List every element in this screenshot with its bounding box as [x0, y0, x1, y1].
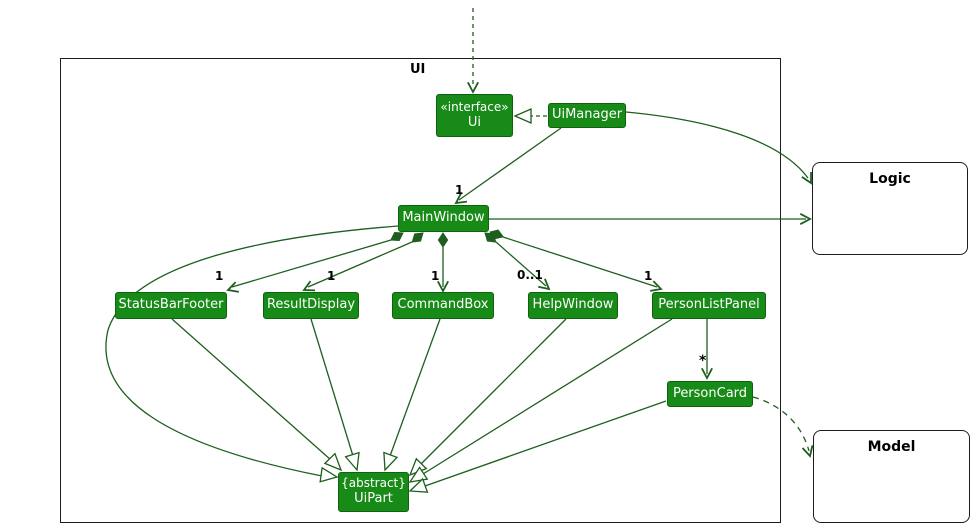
- class-mainwindow: MainWindow: [398, 205, 489, 232]
- uipart-name: UiPart: [354, 491, 393, 507]
- class-uipart: {abstract} UiPart: [338, 472, 409, 512]
- class-uimanager: UiManager: [548, 103, 626, 128]
- mult-mainwindow-commandbox: 1: [431, 269, 440, 283]
- uimanager-name: UiManager: [551, 107, 623, 123]
- resultdisplay-name: ResultDisplay: [266, 297, 356, 313]
- model-component-label: Model: [867, 439, 916, 455]
- commandbox-name: CommandBox: [397, 297, 489, 313]
- personlistpanel-name: PersonListPanel: [658, 297, 760, 313]
- mainwindow-name: MainWindow: [402, 210, 485, 226]
- logic-component-label: Logic: [869, 171, 911, 187]
- class-ui-interface: «interface» Ui: [436, 94, 513, 137]
- mult-mainwindow-resultdisplay: 1: [327, 269, 336, 283]
- ui-interface-stereotype: «interface»: [440, 99, 509, 114]
- statusbarfooter-name: StatusBarFooter: [118, 297, 224, 313]
- personcard-name: PersonCard: [672, 385, 748, 401]
- logic-component-box: [812, 162, 968, 255]
- ui-package-frame: [60, 58, 781, 523]
- mult-mainwindow-helpwindow: 0..1: [517, 268, 543, 282]
- mult-mainwindow-personlistpanel: 1: [644, 269, 653, 283]
- class-commandbox: CommandBox: [392, 292, 494, 319]
- mult-uimanager-mainwindow: 1: [455, 183, 464, 197]
- helpwindow-name: HelpWindow: [532, 297, 614, 313]
- mult-personlistpanel-personcard: *: [699, 353, 707, 369]
- uipart-modifier: {abstract}: [341, 476, 406, 491]
- ui-package-label: UI: [410, 62, 426, 77]
- class-personcard: PersonCard: [667, 381, 753, 407]
- model-component-box: [813, 430, 970, 523]
- class-personlistpanel: PersonListPanel: [652, 292, 766, 319]
- class-statusbarfooter: StatusBarFooter: [115, 292, 227, 319]
- class-resultdisplay: ResultDisplay: [263, 292, 359, 319]
- class-helpwindow: HelpWindow: [528, 292, 618, 319]
- mult-mainwindow-statusbarfooter: 1: [215, 269, 224, 283]
- ui-interface-name: Ui: [467, 114, 482, 130]
